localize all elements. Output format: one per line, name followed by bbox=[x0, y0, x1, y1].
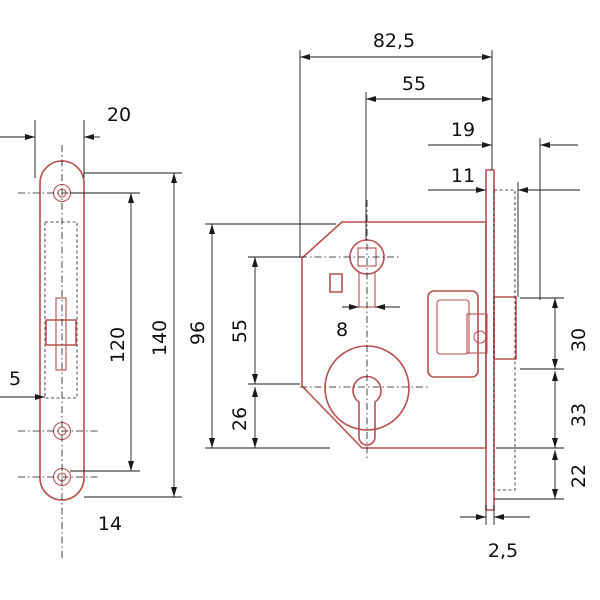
faceplate-outline bbox=[39, 160, 85, 501]
latch-housing-inner bbox=[436, 299, 470, 355]
lock-case-side-view bbox=[300, 169, 517, 511]
dim-latch-height: 30 bbox=[568, 328, 590, 352]
latch-opening-front bbox=[45, 319, 77, 346]
latch-tongue-front bbox=[55, 297, 67, 371]
dim-latch-projection: 11 bbox=[451, 165, 475, 187]
dim-overall-depth: 82,5 bbox=[373, 30, 415, 52]
dim-screw-spacing: 120 bbox=[107, 327, 129, 363]
latch-tongue bbox=[493, 296, 517, 360]
dim-backset: 55 bbox=[402, 73, 426, 95]
faceplate-body-recess bbox=[44, 221, 78, 399]
dim-bolt-offset: 22 bbox=[568, 464, 590, 488]
key-hole bbox=[352, 375, 382, 446]
latch-bolt-slot bbox=[466, 313, 488, 354]
dim-bolt-projection: 19 bbox=[451, 119, 475, 141]
dim-forend-bottom: 14 bbox=[98, 513, 122, 535]
latch-housing bbox=[427, 290, 479, 378]
dim-key-to-bottom: 26 bbox=[229, 407, 251, 431]
cylinder-rose bbox=[324, 345, 410, 431]
small-stop-lever bbox=[329, 273, 343, 293]
dim-screw-offset: 5 bbox=[9, 368, 21, 390]
dim-latch-to-key: 33 bbox=[568, 403, 590, 427]
latch-pin bbox=[473, 330, 487, 344]
dim-follower-square: 8 bbox=[336, 319, 348, 341]
dim-handle-to-key: 55 bbox=[229, 319, 251, 343]
dim-forend-width: 20 bbox=[107, 104, 131, 126]
faceplate-front-view bbox=[18, 145, 100, 560]
dim-forend-length: 140 bbox=[149, 320, 171, 356]
bolt-hidden-outline bbox=[493, 189, 516, 491]
front-view-dimensions: 20 120 140 5 14 bbox=[0, 104, 182, 535]
side-view-dimensions: 82,5 55 19 11 96 55 bbox=[187, 30, 590, 562]
lock-case-outline bbox=[301, 221, 487, 449]
dim-forend-thickness: 2,5 bbox=[488, 540, 518, 562]
dim-case-height: 96 bbox=[187, 321, 209, 345]
